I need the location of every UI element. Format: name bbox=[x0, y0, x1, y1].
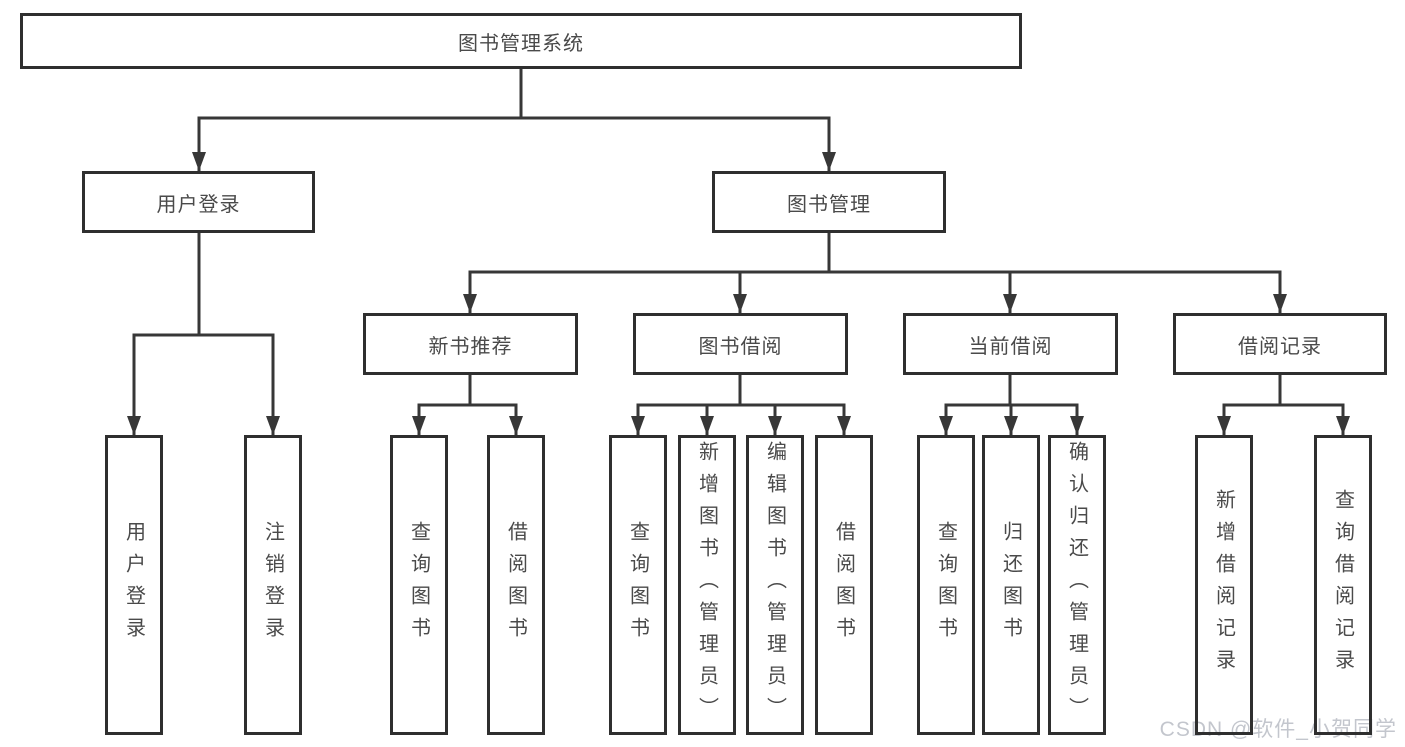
leaf-query-borrow-record: 查询借阅记录 bbox=[1314, 435, 1372, 735]
csdn-watermark: CSDN @软件_小贺同学 bbox=[1159, 718, 1397, 741]
leaf-query-books-current: 查询图书 bbox=[917, 435, 975, 735]
leaf-edit-books-admin: 编辑图书（管理员） bbox=[746, 435, 804, 735]
node-root-library-system: 图书管理系统 bbox=[20, 13, 1022, 69]
node-borrowing-records: 借阅记录 bbox=[1173, 313, 1387, 375]
leaf-logout: 注销登录 bbox=[244, 435, 302, 735]
leaf-add-books-admin: 新增图书（管理员） bbox=[678, 435, 736, 735]
leaf-borrow-books-recommend: 借阅图书 bbox=[487, 435, 545, 735]
leaf-query-books-recommend: 查询图书 bbox=[390, 435, 448, 735]
leaf-add-borrow-record: 新增借阅记录 bbox=[1195, 435, 1253, 735]
node-user-login: 用户登录 bbox=[82, 171, 315, 233]
leaf-query-books-borrowing: 查询图书 bbox=[609, 435, 667, 735]
node-book-borrowing: 图书借阅 bbox=[633, 313, 848, 375]
node-new-book-recommendation: 新书推荐 bbox=[363, 313, 578, 375]
node-book-management: 图书管理 bbox=[712, 171, 946, 233]
leaf-user-login: 用户登录 bbox=[105, 435, 163, 735]
node-current-borrowing: 当前借阅 bbox=[903, 313, 1118, 375]
leaf-borrow-books: 借阅图书 bbox=[815, 435, 873, 735]
leaf-return-books: 归还图书 bbox=[982, 435, 1040, 735]
leaf-confirm-return-admin: 确认归还（管理员） bbox=[1048, 435, 1106, 735]
